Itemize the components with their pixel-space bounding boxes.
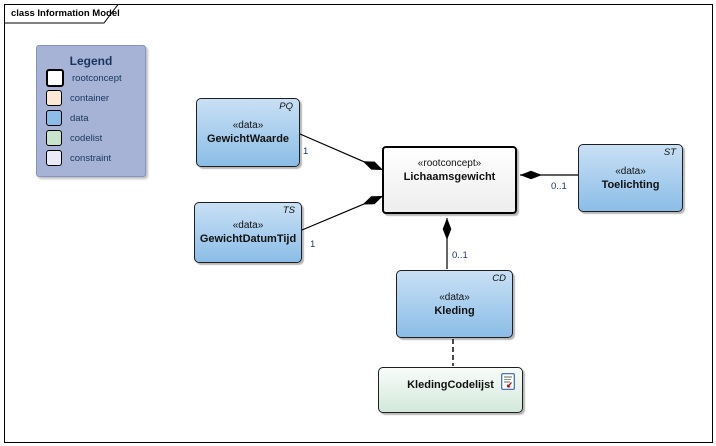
legend-item-constraint: constraint <box>46 148 145 168</box>
class-name: GewichtDatumTijd <box>199 233 297 245</box>
data-swatch <box>46 110 62 126</box>
datatype-tag: ST <box>663 147 676 158</box>
stereotype: «data» <box>615 165 646 177</box>
legend-item-label: container <box>70 92 110 104</box>
datatype-tag: CD <box>492 273 506 284</box>
codelist-swatch <box>46 130 62 146</box>
legend-item-label: codelist <box>70 132 103 144</box>
class-name: KledingCodelijst <box>407 379 494 391</box>
legend-item-label: rootconcept <box>72 72 122 84</box>
datatype-tag: TS <box>282 205 295 216</box>
rootconcept-swatch <box>46 69 64 87</box>
datatype-tag: PQ <box>279 101 293 112</box>
class-toelichting[interactable]: ST «data» Toelichting <box>578 144 683 212</box>
legend-item-container: container <box>46 88 145 108</box>
class-gewichtwaarde[interactable]: PQ «data» GewichtWaarde <box>196 98 300 167</box>
constraint-swatch <box>46 150 62 166</box>
class-name: Toelichting <box>601 178 660 191</box>
multiplicity-label: 1 <box>303 146 309 157</box>
class-name: GewichtWaarde <box>206 133 290 145</box>
document-icon <box>501 373 515 390</box>
diagram-title: class Information Model <box>11 8 120 19</box>
legend-item-data: data <box>46 108 145 128</box>
multiplicity-label: 0..1 <box>551 181 567 192</box>
connector-gewichtwaarde-lichaamsgewicht <box>299 133 384 171</box>
legend-item-label: data <box>70 112 89 124</box>
class-lichaamsgewicht[interactable]: «rootconcept» Lichaamsgewicht <box>382 146 517 214</box>
stereotype: «data» <box>232 120 264 131</box>
stereotype: «data» <box>439 291 470 303</box>
stereotype: «rootconcept» <box>417 158 482 169</box>
stereotype: «data» <box>232 220 264 231</box>
legend-item-label: constraint <box>70 152 112 164</box>
class-kledingcodelijst[interactable]: KledingCodelijst <box>378 367 523 413</box>
multiplicity-label: 0..1 <box>452 250 468 261</box>
connector-gewichtdatumtijd-lichaamsgewicht <box>301 195 384 231</box>
multiplicity-label: 1 <box>310 239 316 250</box>
class-name: Lichaamsgewicht <box>403 171 496 183</box>
class-name: Kleding <box>434 304 475 317</box>
legend-item-codelist: codelist <box>46 128 145 148</box>
legend: Legend rootconcept container data codeli… <box>36 45 146 177</box>
class-gewichtdatumtijd[interactable]: TS «data» GewichtDatumTijd <box>194 202 302 263</box>
class-kleding[interactable]: CD «data» Kleding <box>396 270 513 338</box>
legend-title: Legend <box>69 54 113 68</box>
frame-tab <box>4 4 120 24</box>
legend-item-rootconcept: rootconcept <box>46 68 145 88</box>
container-swatch <box>46 90 62 106</box>
